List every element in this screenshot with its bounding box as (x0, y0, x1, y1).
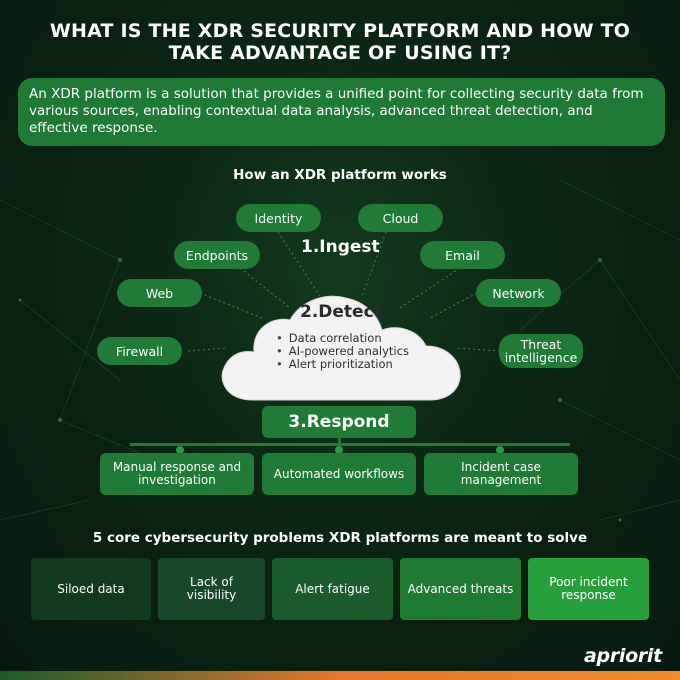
source-identity: Identity (236, 204, 321, 232)
problems-heading: 5 core cybersecurity problems XDR platfo… (92, 530, 588, 546)
respond-label: 3.Respond (262, 406, 416, 438)
problem-alert-fatigue: Alert fatigue (272, 558, 393, 620)
connector-dot (176, 446, 184, 454)
detect-item: Alert prioritization (276, 358, 409, 371)
detect-item: Data correlation (276, 332, 409, 345)
respond-connector-stem (338, 438, 341, 446)
source-endpoints: Endpoints (174, 241, 260, 269)
problem-poor-incident-response: Poor incident response (528, 558, 649, 620)
source-threat-intelligence: Threat intelligence (499, 334, 583, 368)
source-email: Email (420, 241, 505, 269)
how-it-works-heading: How an XDR platform works (233, 167, 447, 183)
connector-dot (335, 446, 343, 454)
intro-box: An XDR platform is a solution that provi… (18, 78, 665, 146)
respond-connector (130, 443, 570, 446)
detect-label: 2.Detect (300, 302, 382, 322)
connector-dot (496, 446, 504, 454)
source-cloud: Cloud (358, 204, 443, 232)
problem-advanced-threats: Advanced threats (400, 558, 521, 620)
source-network: Network (476, 279, 561, 307)
problem-lack-of-visibility: Lack of visibility (158, 558, 265, 620)
source-web: Web (117, 279, 202, 307)
detect-list: Data correlation AI-powered analytics Al… (276, 332, 409, 371)
respond-automated: Automated workflows (262, 453, 416, 495)
respond-incident: Incident case management (424, 453, 578, 495)
brand-logo: apriorit (584, 645, 662, 667)
footer-bar (0, 671, 680, 680)
page-title: WHAT IS THE XDR SECURITY PLATFORM AND HO… (49, 20, 631, 64)
problem-siloed-data: Siloed data (31, 558, 151, 620)
ingest-label: 1.Ingest (301, 237, 380, 257)
detect-item: AI-powered analytics (276, 345, 409, 358)
source-firewall: Firewall (97, 337, 182, 365)
respond-manual: Manual response and investigation (100, 453, 254, 495)
